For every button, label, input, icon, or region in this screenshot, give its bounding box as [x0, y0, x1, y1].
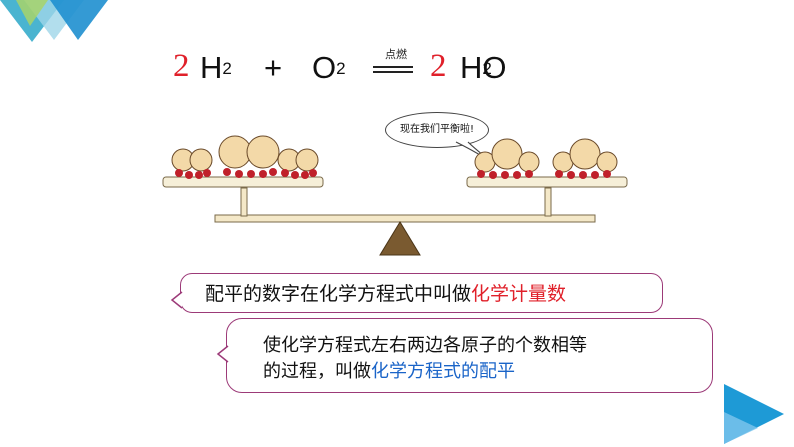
- h-symbol: H: [200, 50, 223, 85]
- o-symbol: O: [312, 50, 337, 85]
- callout-line-2: 的过程，叫做化学方程式的配平: [263, 359, 712, 385]
- corner-decoration: [0, 0, 108, 42]
- o-symbol: O: [482, 50, 507, 85]
- h-subscript: 2: [222, 59, 232, 78]
- callout-pointer: [170, 291, 183, 309]
- callout-highlight: 化学计量数: [471, 283, 567, 305]
- oxygen-molecule-icon: [218, 135, 280, 178]
- balance-scale-illustration: [162, 135, 628, 256]
- coefficient-left: 2: [173, 48, 190, 84]
- callout-stoichiometric-coefficient: 配平的数字在化学方程式中叫做化学计量数: [180, 273, 663, 313]
- equals-line-top: [373, 66, 413, 68]
- callout-pointer: [216, 345, 229, 363]
- speech-bubble: 现在我们平衡啦!: [385, 112, 489, 148]
- callout-highlight: 化学方程式的配平: [371, 361, 515, 382]
- water-molecule-icon: [552, 138, 618, 179]
- h-symbol: H: [460, 50, 483, 85]
- coefficient-right: 2: [430, 48, 447, 84]
- hydrogen-molecule-icon: [171, 148, 213, 179]
- callout-balancing-definition: 使化学方程式左右两边各原子的个数相等 的过程，叫做化学方程式的配平: [226, 318, 713, 393]
- plus-sign: +: [264, 50, 283, 85]
- hydrogen-molecule-icon: [277, 148, 319, 179]
- callout-line-2-text: 的过程，叫做: [263, 361, 371, 382]
- water-molecule-icon: [474, 138, 540, 179]
- callout-line-1: 使化学方程式左右两边各原子的个数相等: [263, 335, 587, 356]
- equals-line-bottom: [373, 71, 413, 73]
- h-subscript: 2: [482, 59, 492, 78]
- callout-text: 配平的数字在化学方程式中叫做: [205, 283, 472, 305]
- reaction-condition: 点燃: [385, 48, 407, 61]
- o-subscript: 2: [336, 59, 346, 78]
- play-triangle-icon[interactable]: [718, 378, 794, 447]
